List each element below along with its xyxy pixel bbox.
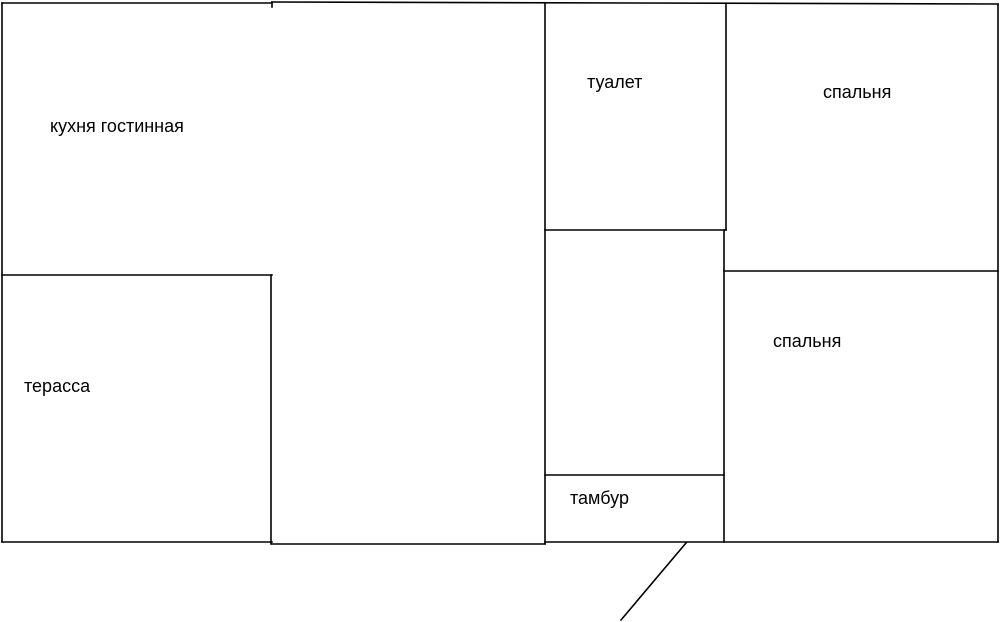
room-label-bedroom-bottom: спальня — [773, 331, 842, 351]
wall-top-right — [271, 1, 999, 5]
room-label-vestibule: тамбур — [570, 488, 629, 508]
room-label-toilet: туалет — [587, 72, 643, 92]
room-label-kitchen-living: кухня гостинная — [50, 116, 184, 136]
room-label-terrace: терасса — [24, 376, 91, 396]
door-line — [619, 541, 688, 622]
room-label-bedroom-top: спальня — [823, 82, 892, 102]
